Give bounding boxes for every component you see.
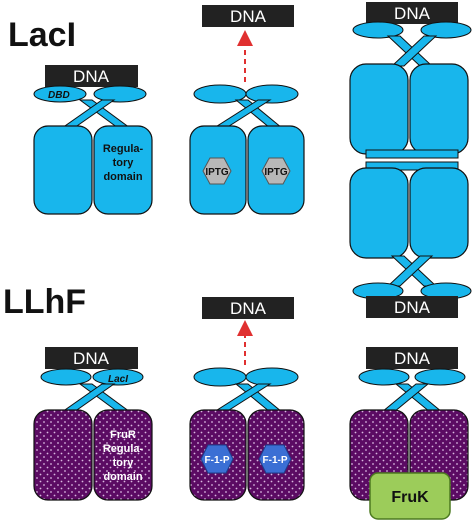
dbd-headpiece-right [93, 85, 147, 103]
dbd-headpiece-right [245, 84, 299, 104]
f1p-hexagon-right [258, 444, 292, 474]
regulatory-domain-right [93, 125, 153, 215]
lacl-dna-bound: DNA DBD Regula- tory domain [33, 65, 153, 215]
dna-label: DNA [394, 349, 431, 368]
lacl-headpiece-left [40, 368, 92, 386]
dbd-top-right [420, 21, 472, 39]
lacl-headpiece-left [193, 367, 247, 387]
iptg-hexagon-left [202, 157, 232, 185]
f1p-hexagon-left [200, 444, 234, 474]
fruR-domain-left [33, 409, 93, 501]
f1p-label-left: F-1-P [205, 455, 230, 466]
domain-top-left [349, 63, 409, 155]
dna-box [45, 347, 138, 369]
f1p-label-right: F-1-P [263, 455, 288, 466]
iptg-label-right: IPTG [264, 167, 288, 178]
lacl-tetramer: DNA DNA [349, 2, 472, 318]
lacl-iptg-bound: DNA IPTG IPTG [189, 5, 305, 215]
dbd-top-left [352, 21, 404, 39]
regulatory-domain-left [33, 125, 93, 215]
domain-top-right [409, 63, 469, 155]
fruk-label: FruK [391, 489, 429, 506]
lacl-headpiece-right [414, 368, 466, 386]
dna-box [202, 5, 294, 27]
dbd-label: DBD [48, 90, 70, 101]
domain-bottom-left [349, 167, 409, 259]
llhf-dna-bound: DNA LacI FruR Regula- tory domain [33, 347, 153, 501]
tetramer-link-1 [365, 149, 459, 159]
regulatory-domain-label-1: Regula- [103, 143, 144, 155]
dna-label: DNA [73, 349, 110, 368]
domain-bottom-right [409, 167, 469, 259]
dna-label: DNA [230, 7, 267, 26]
iptg-hexagon-right [261, 157, 291, 185]
dna-box-top [366, 2, 458, 24]
hinge-bottom-right [386, 255, 434, 287]
regulatory-domain-label-3: domain [103, 171, 142, 183]
iptg-label-left: IPTG [205, 167, 229, 178]
fruR-label-3: tory [113, 457, 135, 469]
llhf-fruk-bound: DNA FruK [349, 347, 469, 520]
llhf-f1p-bound: DNA F-1-P F-1-P [189, 297, 305, 501]
fruR-domain-right [93, 409, 153, 501]
lacl-title: LacI [8, 16, 76, 54]
fruk-box [369, 472, 451, 520]
hinge-top-right [390, 35, 438, 67]
dna-label: DNA [230, 299, 267, 318]
dna-box [202, 297, 294, 319]
dna-box [45, 65, 138, 87]
dna-label-bottom: DNA [394, 298, 431, 317]
regulatory-domain-label-2: tory [113, 157, 135, 169]
fruR-label-4: domain [103, 471, 142, 483]
lacl-headpiece-right [245, 367, 299, 387]
llhf-title: LLhF [3, 283, 86, 321]
lacl-headpiece-right [92, 368, 144, 386]
dbd-headpiece-left [33, 85, 87, 103]
lacl-tag-label: LacI [108, 374, 128, 385]
dna-box [366, 347, 458, 369]
fruR-label-1: FruR [110, 429, 136, 441]
dna-label: DNA [73, 67, 110, 86]
dna-box-bottom [366, 296, 458, 318]
lacl-headpiece-left [358, 368, 410, 386]
dna-label-top: DNA [394, 4, 431, 23]
fruR-label-2: Regula- [103, 443, 144, 455]
tetramer-link-2 [365, 161, 459, 171]
